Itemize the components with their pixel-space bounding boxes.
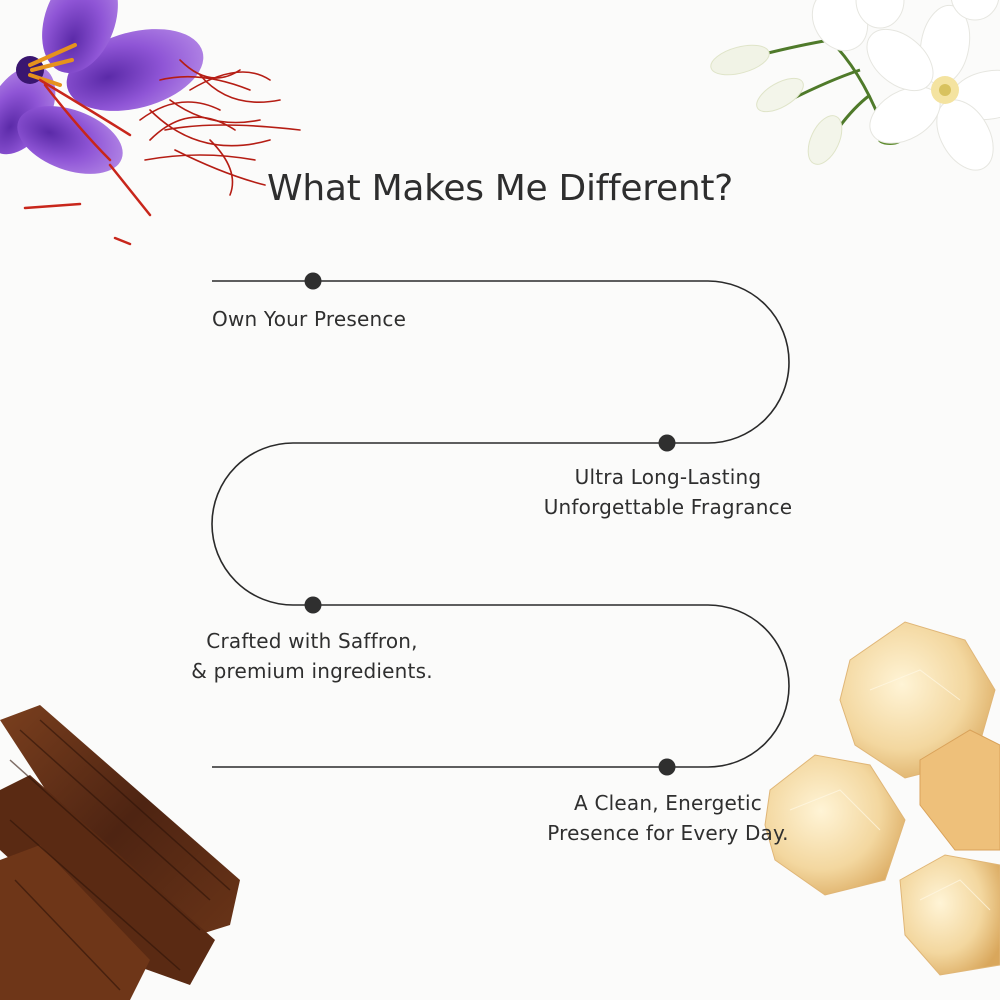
feature-text-line: Unforgettable Fragrance (543, 495, 793, 519)
feature-text-line: Crafted with Saffron, (206, 629, 418, 653)
feature-long-lasting: Ultra Long-Lasting Unforgettable Fragran… (528, 462, 808, 522)
timeline-dot-2 (658, 434, 676, 452)
feature-saffron-ingredients: Crafted with Saffron, & premium ingredie… (172, 626, 452, 686)
feature-clean-energetic: A Clean, Energetic Presence for Every Da… (528, 788, 808, 848)
feature-own-presence: Own Your Presence (212, 304, 406, 334)
saffron-flower-image (0, 0, 301, 246)
feature-text-line: & premium ingredients. (191, 659, 433, 683)
feature-text-line: Presence for Every Day. (547, 821, 789, 845)
timeline-path (211, 280, 790, 768)
timeline-dot-4 (658, 758, 676, 776)
timeline-dot-1 (304, 272, 322, 290)
amber-crystals-image (764, 621, 1000, 976)
feature-text-line: Ultra Long-Lasting (574, 465, 762, 489)
jasmine-flowers-image (710, 0, 1000, 171)
page-title: What Makes Me Different? (267, 168, 733, 209)
timeline-dot-3 (304, 596, 322, 614)
agarwood-sticks-image (0, 705, 240, 1000)
feature-text-line: A Clean, Energetic (574, 791, 762, 815)
feature-text-line: Own Your Presence (212, 307, 407, 331)
